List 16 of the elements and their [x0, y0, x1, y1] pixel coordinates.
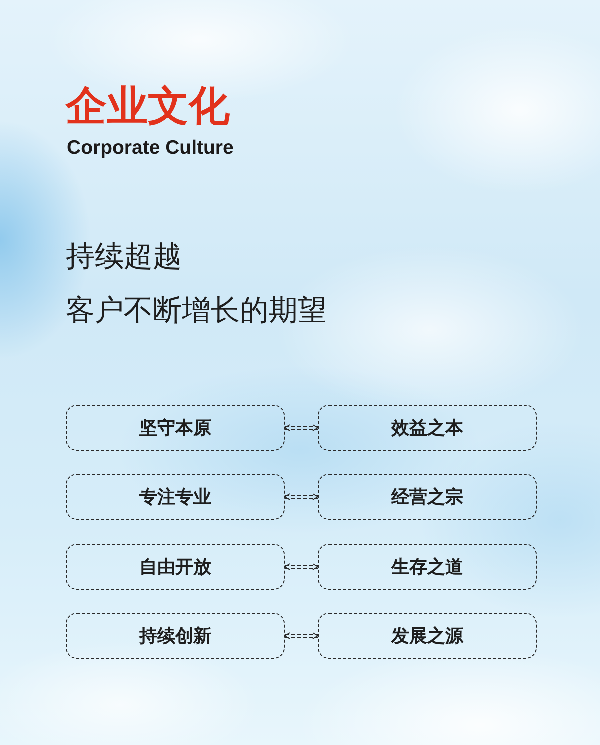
double-arrow	[284, 494, 318, 500]
label-box: 发展之源	[318, 613, 537, 659]
subtitle: Corporate Culture	[67, 136, 234, 160]
heading-line: 持续超越	[66, 238, 182, 274]
label-box: 坚守本原	[66, 405, 285, 451]
double-arrow	[284, 564, 318, 570]
heading-line: 客户不断增长的期望	[66, 292, 327, 328]
double-arrow	[284, 632, 318, 640]
label-box: 专注专业	[66, 474, 285, 520]
label-box: 生存之道	[318, 544, 537, 590]
double-arrow	[284, 424, 318, 432]
label-box: 经营之宗	[318, 474, 537, 520]
label-box: 持续创新	[66, 613, 285, 659]
label-box: 自由开放	[66, 544, 285, 590]
label-box: 效益之本	[318, 405, 537, 451]
title: 企业文化	[66, 84, 230, 129]
